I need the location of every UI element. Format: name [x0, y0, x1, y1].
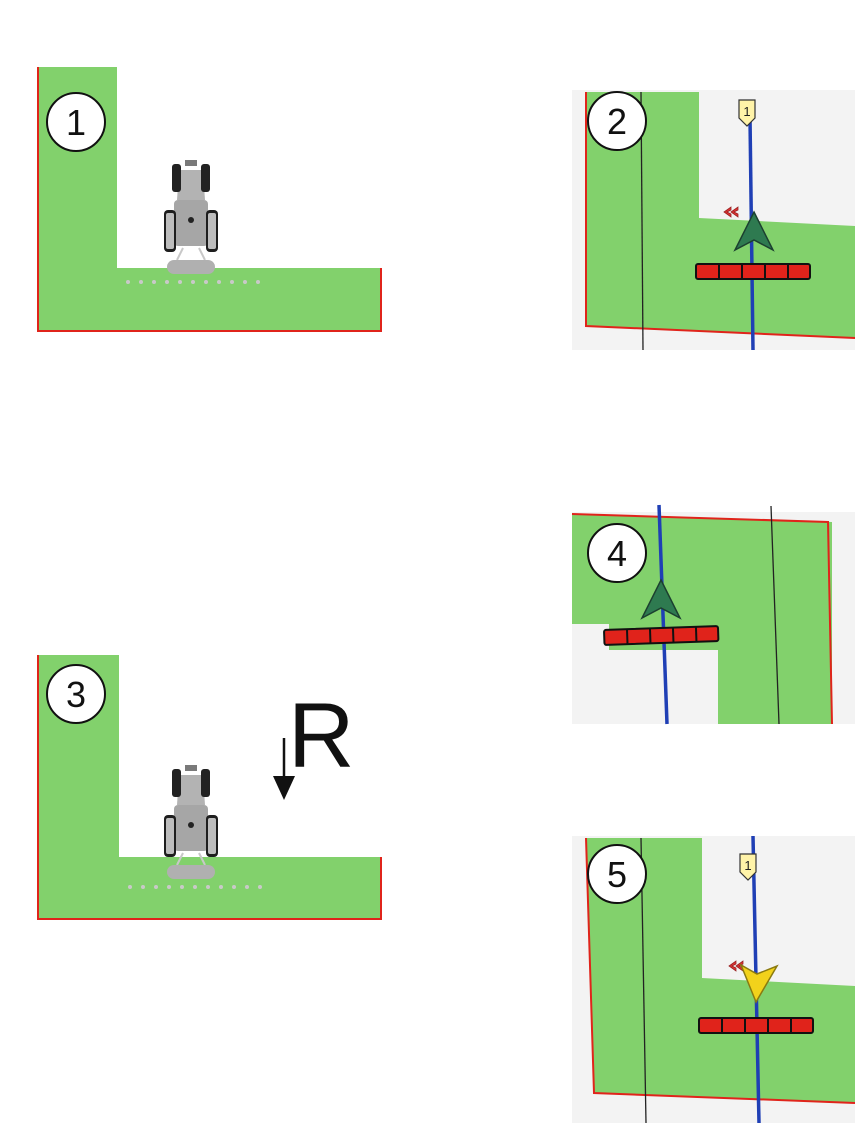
step-number: 2: [607, 101, 627, 142]
field-area: [586, 838, 855, 1103]
navigation-arrow-icon: [733, 210, 775, 252]
tractor-icon: [163, 159, 219, 275]
step-badge: 4: [587, 523, 647, 583]
seed-row-dots: [126, 280, 260, 284]
step-number: 5: [607, 854, 627, 895]
guidance-line-number: 1: [744, 858, 751, 873]
step-number: 3: [66, 674, 86, 715]
boom-sections: [603, 625, 720, 646]
guidance-flag: 1: [739, 853, 757, 881]
field-boundary: [585, 837, 855, 1104]
step-number: 1: [66, 102, 86, 143]
field-boundary: [37, 655, 382, 920]
boom-sections: [695, 263, 811, 280]
step-badge: 3: [46, 664, 106, 724]
panel-2: 1 2: [572, 90, 855, 351]
seed-row-dots: [128, 885, 262, 889]
guidance-line-number: 1: [743, 104, 750, 119]
panel-5: 1 5: [572, 835, 855, 1123]
guidance-flag: 1: [738, 99, 756, 127]
track-line: [770, 505, 780, 725]
step-badge: 2: [587, 91, 647, 151]
panel-1: 1: [37, 67, 382, 332]
boom-sections: [698, 1017, 814, 1034]
panel-4: 4: [571, 504, 855, 725]
field-boundary: [571, 513, 833, 725]
panel-3: R 3: [37, 655, 382, 920]
step-badge: 5: [587, 844, 647, 904]
step-badge: 1: [46, 92, 106, 152]
field-boundary: [37, 67, 382, 332]
guidance-line: [657, 504, 669, 725]
navigation-arrow-icon: [640, 578, 682, 620]
down-arrow-icon: [273, 738, 295, 800]
step-number: 4: [607, 533, 627, 574]
navigation-arrow-icon: [739, 963, 779, 1004]
field-boundary: [585, 92, 855, 339]
reverse-label: R: [288, 685, 354, 787]
